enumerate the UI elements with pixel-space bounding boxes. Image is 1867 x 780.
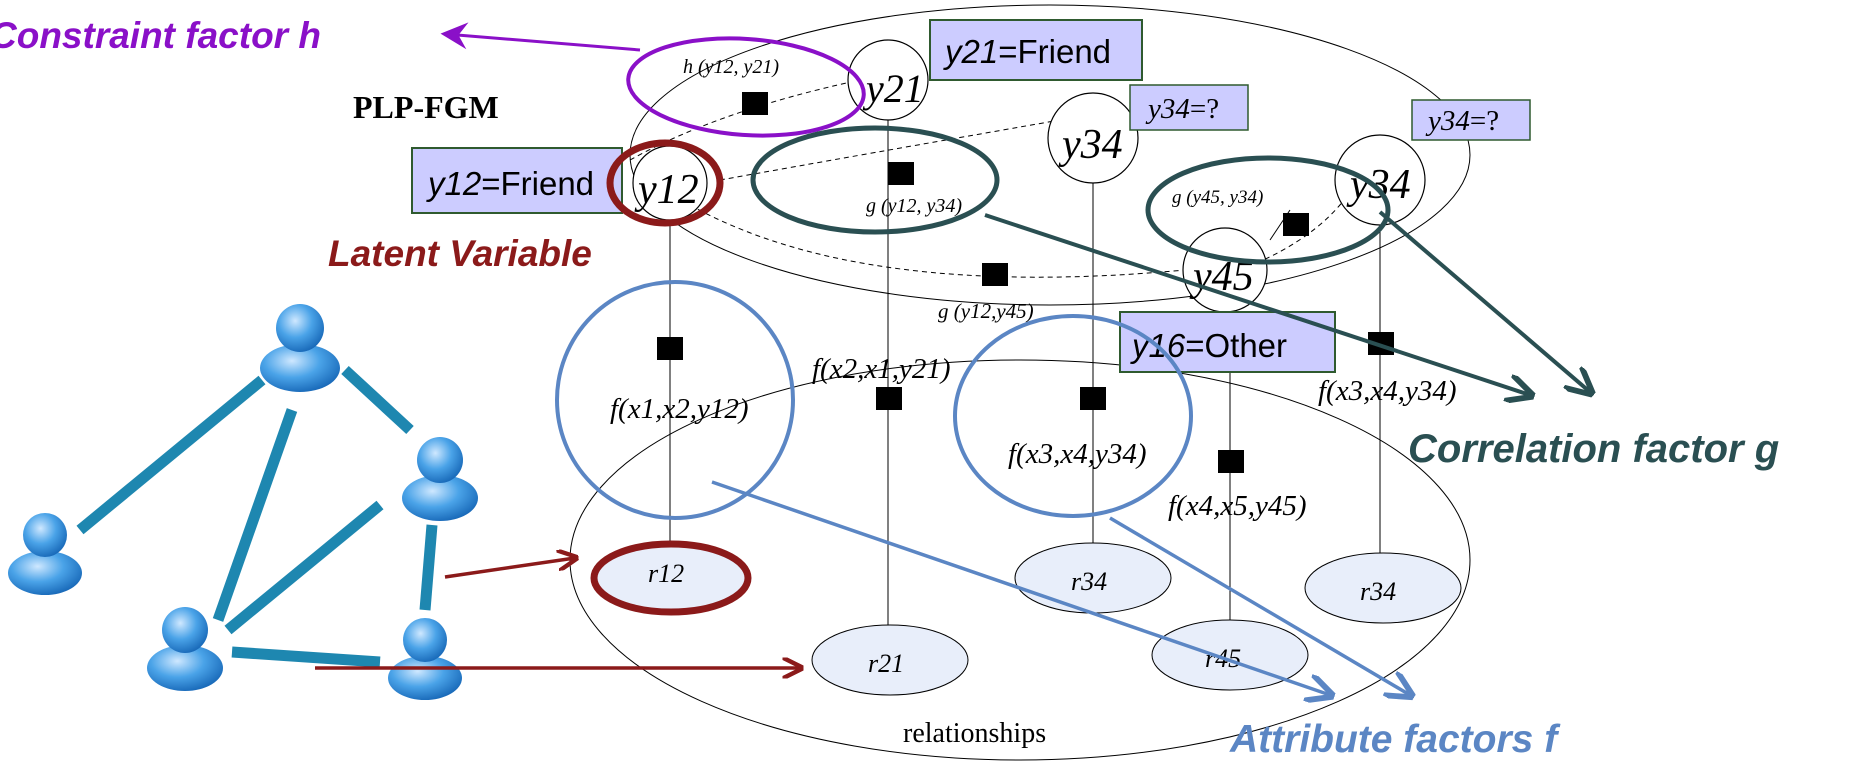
person-icon [147,607,223,691]
label-box-y34b: y34=? [1411,99,1531,141]
network-arrow-r12 [444,558,575,579]
correlation-arrow-1 [984,213,1530,395]
constraint-arrow [440,22,641,52]
svg-text:y34=?: y34=? [1425,105,1499,137]
rel-label-r12: r12 [648,559,684,588]
attribute-callout: Attribute factors f [1229,718,1561,761]
latent-callout: Latent Variable [328,233,592,274]
factor-label-g2: g (y45, y34) [1172,187,1263,208]
latent-variable-nodes [632,39,1426,313]
factor-squares [657,92,1394,473]
factor-label-f4: f(x4,x5,y45) [1168,490,1307,522]
attribute-highlight-2 [953,314,1193,518]
rel-label-r34a: r34 [1071,567,1107,596]
svg-text:y16=Other: y16=Other [1130,327,1287,364]
person-icon [402,437,478,521]
rel-label-r21: r21 [868,649,904,678]
rel-label-r34b: r34 [1360,577,1396,606]
constraint-callout: Constraint factor h [0,15,321,56]
label-box-y34a: y34=? [1129,84,1249,131]
person-icon [8,513,82,595]
person-icon [388,618,462,700]
correlation-arrow-2 [1378,210,1590,392]
correlation-highlight-2 [1145,155,1391,265]
r12-highlight [590,540,752,616]
relationships-caption: relationships [903,718,1046,749]
latent-highlight [606,139,724,227]
label-box-y16: y16=Other [1119,311,1336,373]
var-y12: y12 [634,167,699,213]
attribute-highlight-1 [555,280,795,520]
relationship-node-shapes [591,542,1462,696]
factor-label-f1: f(x1,x2,y12) [610,393,749,425]
constraint-highlight [626,36,866,138]
svg-text:y21=Friend: y21=Friend [943,33,1111,70]
model-title: PLP-FGM [353,89,499,125]
factor-label-g1: g (y12, y34) [866,195,962,217]
var-y21: y21 [862,66,924,111]
factor-label-f5: f(x3,x4,y34) [1318,375,1457,407]
attribute-arrow-1 [711,480,1330,695]
label-box-y12: y12=Friend [411,147,623,214]
svg-text:y34=?: y34=? [1145,93,1219,125]
label-box-y21: y21=Friend [929,19,1143,81]
factor-label-f2: f(x2,x1,y21) [812,353,951,385]
var-y34b: y34 [1346,162,1411,208]
social-network [8,304,800,700]
factor-label-g3: g (y12,y45) [938,299,1034,323]
correlation-callout: Correlation factor g [1408,427,1779,471]
var-y34a: y34 [1058,122,1123,168]
attribute-arrow-2 [1109,516,1410,695]
factor-label-f3: f(x3,x4,y34) [1008,438,1147,470]
person-icon [260,304,340,392]
svg-text:y12=Friend: y12=Friend [426,165,594,202]
factor-label-h: h (y12, y21) [683,56,779,78]
correlation-highlight-1 [750,125,1000,235]
